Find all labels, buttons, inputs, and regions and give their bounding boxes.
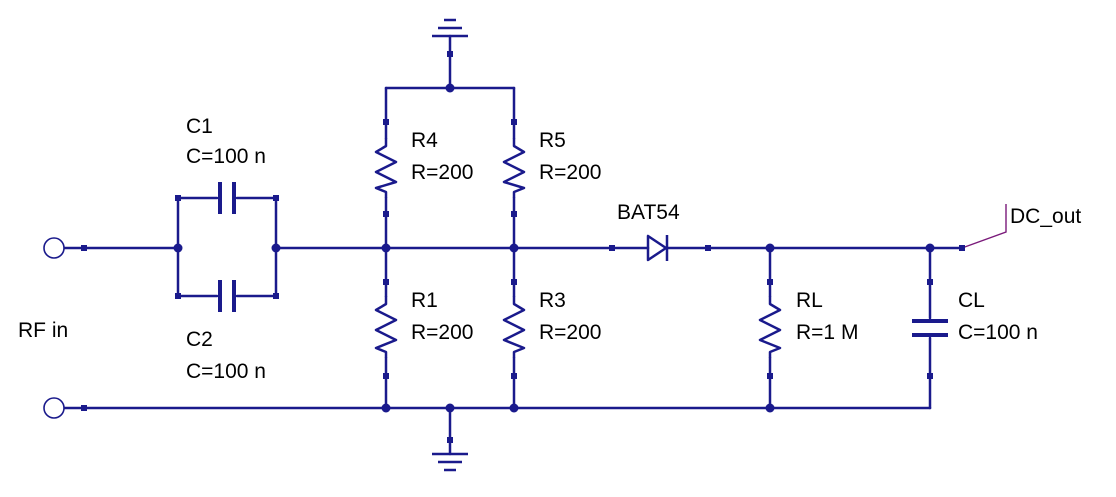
- resistor-r3[interactable]: [502, 296, 526, 358]
- c2-name: C2: [186, 328, 213, 351]
- r5-name: R5: [539, 129, 566, 152]
- ground-top-icon: [432, 18, 468, 38]
- r5-value: R=200: [539, 161, 601, 184]
- c1-name: C1: [186, 115, 213, 138]
- rf-in-label: RF in: [18, 319, 68, 342]
- cl-value: C=100 n: [958, 321, 1038, 344]
- capacitor-c2[interactable]: [218, 280, 236, 312]
- diode-bat54[interactable]: [646, 234, 669, 262]
- diode-name: BAT54: [617, 201, 680, 224]
- wires: [62, 34, 964, 456]
- r1-name: R1: [411, 289, 438, 312]
- rl-value: R=1 M: [796, 321, 858, 344]
- r3-value: R=200: [539, 321, 601, 344]
- c1-value: C=100 n: [186, 145, 266, 168]
- cl-name: CL: [958, 289, 985, 312]
- rf-in-port-top[interactable]: [43, 237, 65, 259]
- r4-value: R=200: [411, 161, 473, 184]
- r1-value: R=200: [411, 321, 473, 344]
- capacitor-c1[interactable]: [218, 182, 236, 214]
- r3-name: R3: [539, 289, 566, 312]
- junction-nodes: [173, 83, 935, 413]
- resistor-r5[interactable]: [502, 138, 526, 198]
- dc-out-label: DC_out: [1010, 205, 1081, 228]
- resistor-r1[interactable]: [374, 296, 398, 358]
- rl-name: RL: [796, 289, 823, 312]
- resistor-rl[interactable]: [758, 296, 782, 358]
- c2-value: C=100 n: [186, 360, 266, 383]
- pin-markers: [81, 51, 965, 443]
- r4-name: R4: [411, 129, 438, 152]
- resistor-r4[interactable]: [374, 138, 398, 198]
- rf-in-port-bottom[interactable]: [43, 397, 65, 419]
- capacitor-cl[interactable]: [912, 319, 948, 337]
- dc-out-label-leader: [961, 204, 1007, 249]
- ground-bottom-icon: [432, 452, 468, 472]
